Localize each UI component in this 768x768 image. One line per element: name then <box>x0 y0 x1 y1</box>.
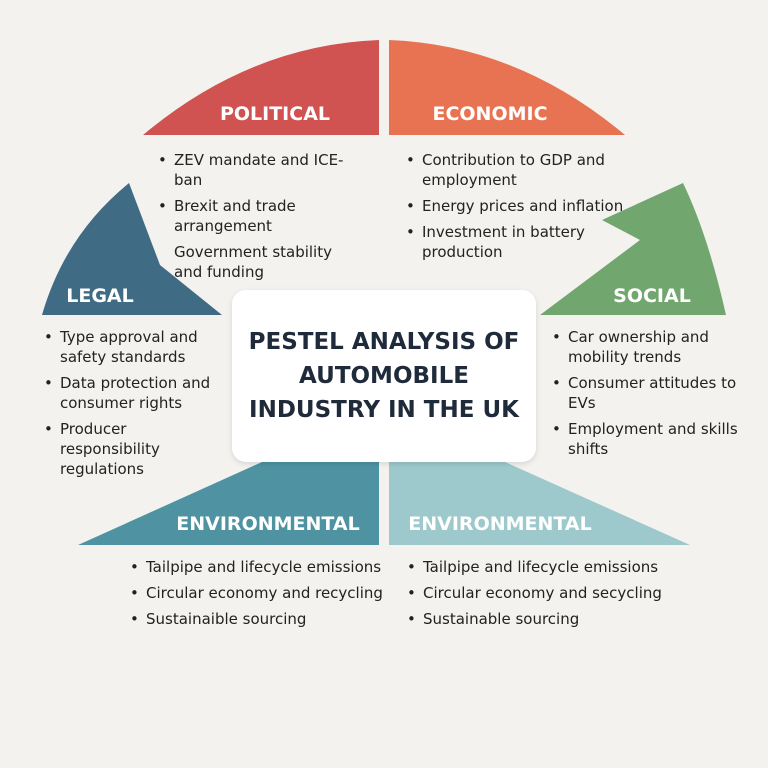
social-list: Car ownership and mobility trends Consum… <box>552 327 742 465</box>
list-item: Investment in battery production <box>406 222 636 262</box>
environmental-right-label: ENVIRONMENTAL <box>408 513 591 535</box>
list-item: Consumer attitudes to EVs <box>552 373 742 413</box>
political-label: POLITICAL <box>220 103 330 125</box>
list-item: Type approval and safety standards <box>44 327 222 367</box>
list-item: Tailpipe and lifecycle emissions <box>130 557 390 577</box>
political-segment <box>143 40 379 135</box>
list-item: Government stability and funding <box>174 243 332 281</box>
environmental-right-list: Tailpipe and lifecycle emissions Circula… <box>407 557 669 635</box>
list-item: Tailpipe and lifecycle emissions <box>407 557 669 577</box>
environmental-left-label: ENVIRONMENTAL <box>176 513 359 535</box>
list-item: Producer responsibility regulations <box>44 419 222 479</box>
legal-segment <box>42 183 222 315</box>
list-item: ZEV mandate and ICE-ban <box>158 150 363 190</box>
list-item: Circular economy and recycling <box>130 583 390 603</box>
political-list: ZEV mandate and ICE-ban Brexit and trade… <box>158 150 363 288</box>
list-item: Employment and skills shifts <box>552 419 742 459</box>
list-item: Car ownership and mobility trends <box>552 327 742 367</box>
economic-list: Contribution to GDP and employment Energ… <box>406 150 636 268</box>
page-title: PESTEL ANALYSIS OF AUTOMOBILE INDUSTRY I… <box>248 329 520 423</box>
list-item: Sustainable sourcing <box>407 609 669 629</box>
economic-label: ECONOMIC <box>432 103 547 125</box>
environmental-left-list: Tailpipe and lifecycle emissions Circula… <box>130 557 390 635</box>
list-item: Energy prices and inflation <box>406 196 636 216</box>
center-title-box: PESTEL ANALYSIS OF AUTOMOBILE INDUSTRY I… <box>232 290 536 462</box>
social-label: SOCIAL <box>613 285 691 307</box>
economic-segment <box>389 40 625 135</box>
list-item: Sustainaible sourcing <box>130 609 390 629</box>
environmental-left-segment <box>78 462 379 545</box>
list-item: Circular economy and secycling <box>407 583 669 603</box>
list-item: Contribution to GDP and employment <box>406 150 636 190</box>
environmental-right-segment <box>389 462 690 545</box>
list-item: Data protection and consumer rights <box>44 373 222 413</box>
legal-list: Type approval and safety standards Data … <box>44 327 222 485</box>
legal-label: LEGAL <box>66 285 134 307</box>
list-item: Brexit and trade arrangement <box>158 196 363 236</box>
